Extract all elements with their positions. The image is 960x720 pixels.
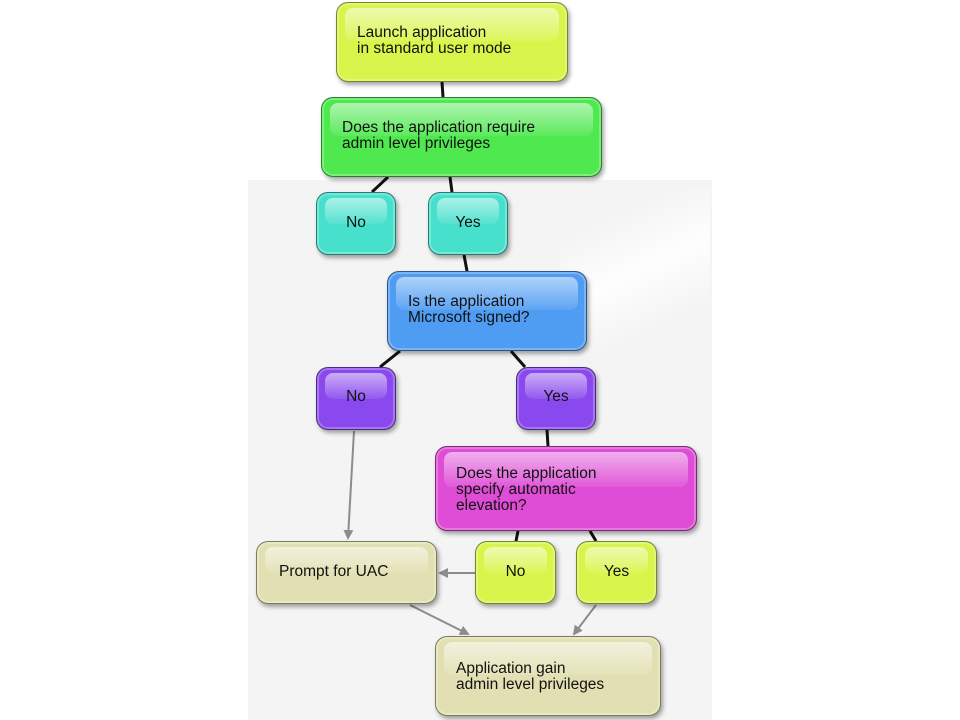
launch-application-label: Launch application in standard user mode bbox=[357, 24, 512, 57]
microsoft-signed-yes-label: Yes bbox=[543, 388, 569, 405]
auto-elevation-no-label: No bbox=[505, 563, 526, 580]
auto-elevation-decision-node: Does the application specify automatic e… bbox=[435, 446, 697, 531]
require-admin-no-node: No bbox=[316, 192, 396, 255]
arrow-prompt-to-gain bbox=[409, 604, 470, 635]
connector-signed-to-yes2 bbox=[509, 350, 527, 368]
auto-elevation-yes-node: Yes bbox=[576, 541, 657, 604]
microsoft-signed-label: Is the application Microsoft signed? bbox=[408, 293, 530, 326]
connector-auto-to-no3 bbox=[514, 530, 520, 542]
connector-auto-to-yes3 bbox=[588, 530, 598, 542]
prompt-uac-node: Prompt for UAC bbox=[256, 541, 437, 604]
auto-elevation-label: Does the application specify automatic e… bbox=[456, 465, 597, 514]
arrow-yes3-to-gain bbox=[572, 604, 597, 636]
auto-elevation-no-node: No bbox=[475, 541, 556, 604]
microsoft-signed-yes-node: Yes bbox=[516, 367, 596, 430]
microsoft-signed-no-label: No bbox=[346, 388, 366, 405]
require-admin-yes-label: Yes bbox=[455, 214, 481, 231]
launch-application-node: Launch application in standard user mode bbox=[336, 2, 568, 82]
require-admin-no-label: No bbox=[346, 214, 366, 231]
admin-privileges-gained-label: Application gain admin level privileges bbox=[456, 660, 605, 693]
connector-yes1-to-signed bbox=[462, 254, 469, 272]
auto-elevation-yes-label: Yes bbox=[603, 563, 630, 580]
connector-signed-to-no2 bbox=[379, 349, 401, 369]
connector-yes2-to-auto bbox=[545, 429, 550, 447]
require-admin-yes-node: Yes bbox=[428, 192, 508, 255]
connector-launch-to-require bbox=[440, 81, 445, 98]
require-admin-decision-node: Does the application require admin level… bbox=[321, 97, 602, 177]
microsoft-signed-no-node: No bbox=[316, 367, 396, 430]
arrow-no2-to-prompt bbox=[343, 430, 355, 540]
admin-privileges-gained-node: Application gain admin level privileges bbox=[435, 636, 661, 716]
prompt-uac-label: Prompt for UAC bbox=[279, 563, 389, 580]
require-admin-label: Does the application require admin level… bbox=[342, 119, 536, 152]
connector-require-to-yes1 bbox=[448, 176, 454, 193]
connector-require-to-no1 bbox=[370, 175, 390, 194]
microsoft-signed-decision-node: Is the application Microsoft signed? bbox=[387, 271, 587, 351]
